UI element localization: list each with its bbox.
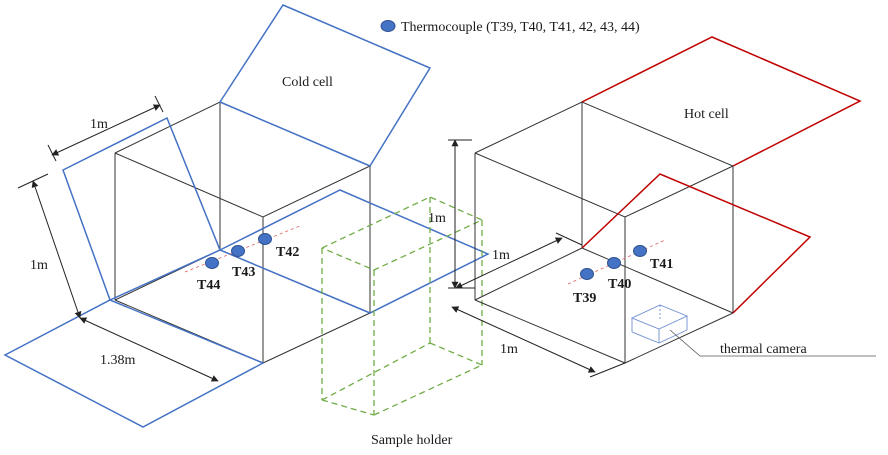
thermocouple-marker: [633, 245, 647, 257]
dimension-tick: [154, 95, 164, 113]
dimension-label-hot-bottom: 1m: [500, 342, 518, 357]
thermocouple-marker: [231, 245, 245, 257]
dimension-label-hot-height: 1m: [428, 211, 446, 226]
dimension-label-hot-depth: 1m: [492, 248, 510, 263]
dimension-label-cold-bottom: 1.38m: [100, 353, 136, 368]
thermal-camera-label: thermal camera: [720, 342, 807, 357]
hot-cell: Hot cell T39 T40 T41 1m 1m 1m the: [428, 36, 876, 378]
thermocouple-label-t42: T42: [276, 245, 299, 260]
sample-holder-edge: [321, 399, 375, 416]
thermocouple-label-t39: T39: [573, 291, 596, 306]
hot-cell-edge: [474, 299, 626, 364]
thermal-camera: [630, 304, 689, 344]
thermocouple-marker: [205, 257, 219, 269]
dimension-tick: [555, 232, 583, 246]
thermocouple-label-t43: T43: [232, 265, 255, 280]
dimension-arrow: [51, 104, 161, 156]
hot-cell-label: Hot cell: [684, 107, 729, 122]
cold-cell-lid-panel: [218, 4, 432, 167]
thermocouple-label-t41: T41: [650, 257, 673, 272]
hot-cell-edge: [581, 247, 734, 314]
sample-holder-top: [321, 196, 484, 271]
thermocouple-marker: [607, 257, 621, 269]
thermocouple-legend-marker: [380, 20, 396, 32]
cold-cell-edge: [262, 312, 371, 364]
sample-holder-label: Sample holder: [371, 433, 453, 448]
dimension-label-cold-top: 1m: [90, 117, 108, 132]
thermocouple-marker: [580, 268, 594, 280]
hot-cell-lid-panel: [581, 36, 862, 167]
thermocouple-label-t44: T44: [197, 278, 220, 293]
thermal-camera-edge: [631, 331, 660, 344]
dimension-arrow: [31, 180, 82, 319]
thermal-camera-box: [630, 304, 689, 330]
thermal-camera-leader-line: [669, 329, 876, 357]
cold-cell-side-panel: [62, 116, 221, 302]
dimension-arrow: [79, 317, 219, 382]
sample-holder-edge: [429, 342, 483, 366]
legend: Thermocouple (T39, T40, T41, 42, 43, 44): [380, 20, 640, 35]
sample-holder-edge: [373, 364, 483, 416]
dimension-tick: [17, 173, 49, 189]
dimension-arrow: [455, 237, 563, 289]
legend-label: Thermocouple (T39, T40, T41, 42, 43, 44): [401, 20, 640, 35]
thermocouple-marker: [258, 233, 272, 245]
dimension-label-cold-left: 1m: [30, 258, 48, 273]
dimension-tick: [589, 362, 626, 378]
thermocouple-label-t40: T40: [608, 277, 631, 292]
cold-cell-floor-panel: [218, 189, 490, 314]
sample-holder: Sample holder: [321, 196, 484, 448]
hot-cell-side-panel: [581, 173, 812, 314]
dimension-tick: [47, 144, 57, 162]
cold-cell-top-face: [114, 101, 372, 218]
cold-cell: Cold cell T44 T43 T42 1m 1m 1.38m: [3, 4, 490, 428]
cold-cell-label: Cold cell: [282, 75, 333, 90]
thermal-camera-edge: [658, 329, 688, 344]
dimension-arrow: [451, 306, 596, 373]
sample-holder-edge: [321, 342, 431, 401]
